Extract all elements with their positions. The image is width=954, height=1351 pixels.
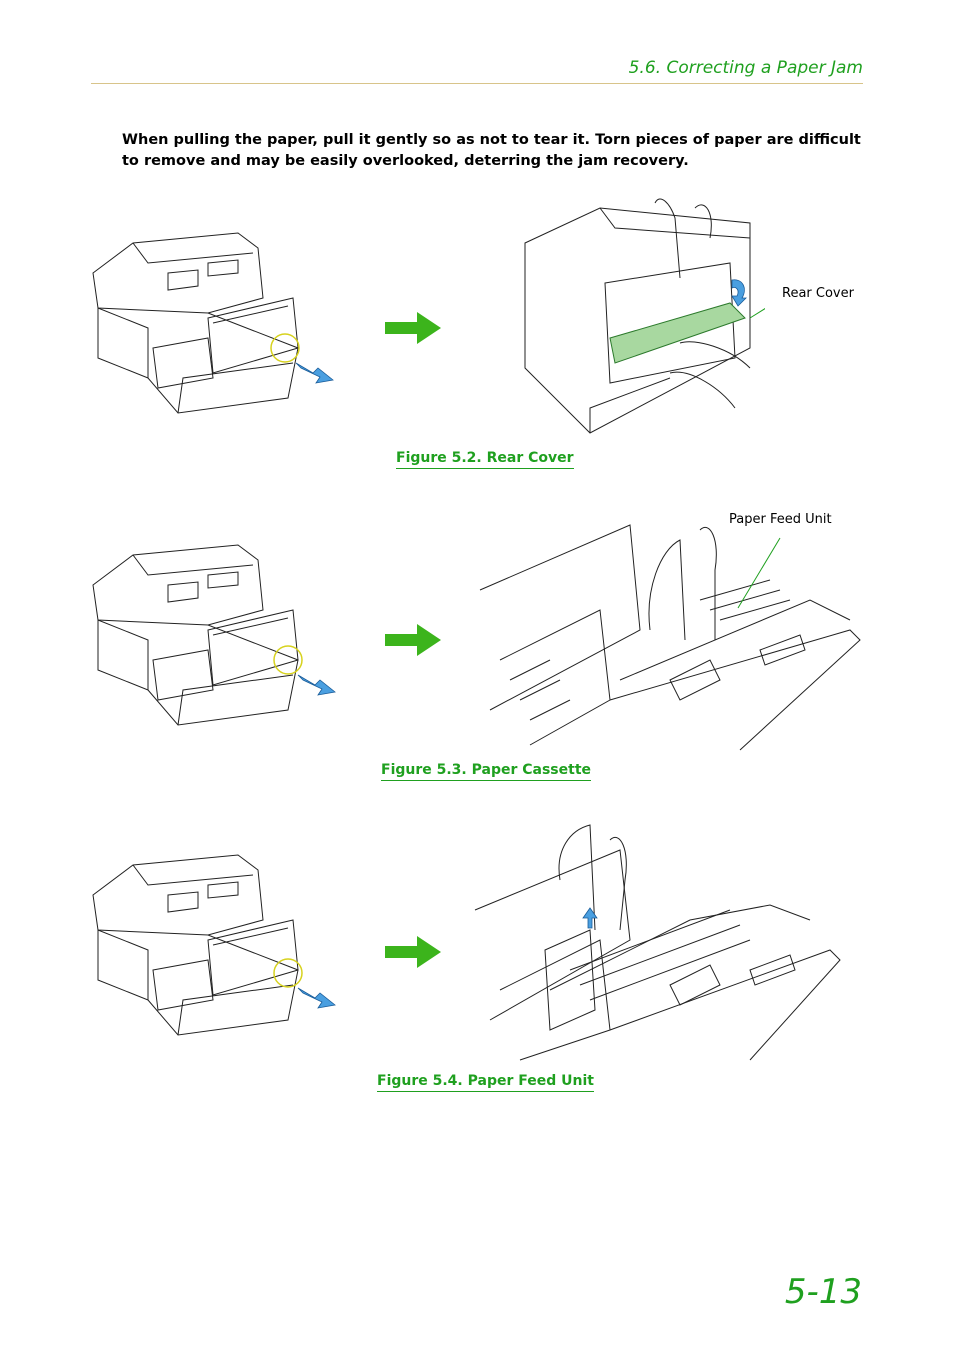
printer-cassette-open-illustration-3	[92, 854, 336, 1036]
paper-feed-unit-illustration	[474, 824, 841, 1061]
rear-cover-panel	[609, 302, 746, 364]
callout-paper-feed-unit: Paper Feed Unit	[729, 512, 832, 527]
pull-arrow-icon	[297, 674, 336, 696]
pull-arrow-icon	[295, 362, 334, 384]
green-arrow-icon	[385, 312, 441, 344]
highlight-circle	[270, 333, 300, 363]
printer-cassette-open-illustration-1	[92, 232, 334, 414]
section-title: 5.6. Correcting a Paper Jam	[628, 58, 863, 78]
rotate-arrow-icon	[731, 279, 747, 307]
figure-caption-5-3: Figure 5.3. Paper Cassette	[381, 762, 592, 781]
page-number: 5-13	[784, 1272, 862, 1312]
green-arrow-icon	[385, 936, 441, 968]
highlight-circle	[273, 958, 303, 988]
pull-arrow-icon	[297, 987, 336, 1009]
rear-cover-illustration	[524, 198, 765, 434]
printer-cassette-open-illustration-2	[92, 544, 336, 726]
highlight-circle	[273, 645, 303, 675]
paper-cassette-illustration	[479, 524, 861, 751]
header-rule	[91, 83, 863, 84]
jam-warning-note: When pulling the paper, pull it gently s…	[122, 132, 861, 169]
figure-caption-5-4: Figure 5.4. Paper Feed Unit	[377, 1073, 594, 1092]
figure-caption-5-2: Figure 5.2. Rear Cover	[396, 450, 574, 469]
lift-arrow-icon	[582, 907, 598, 929]
callout-rear-cover: Rear Cover	[782, 286, 854, 301]
green-arrow-icon	[385, 624, 441, 656]
